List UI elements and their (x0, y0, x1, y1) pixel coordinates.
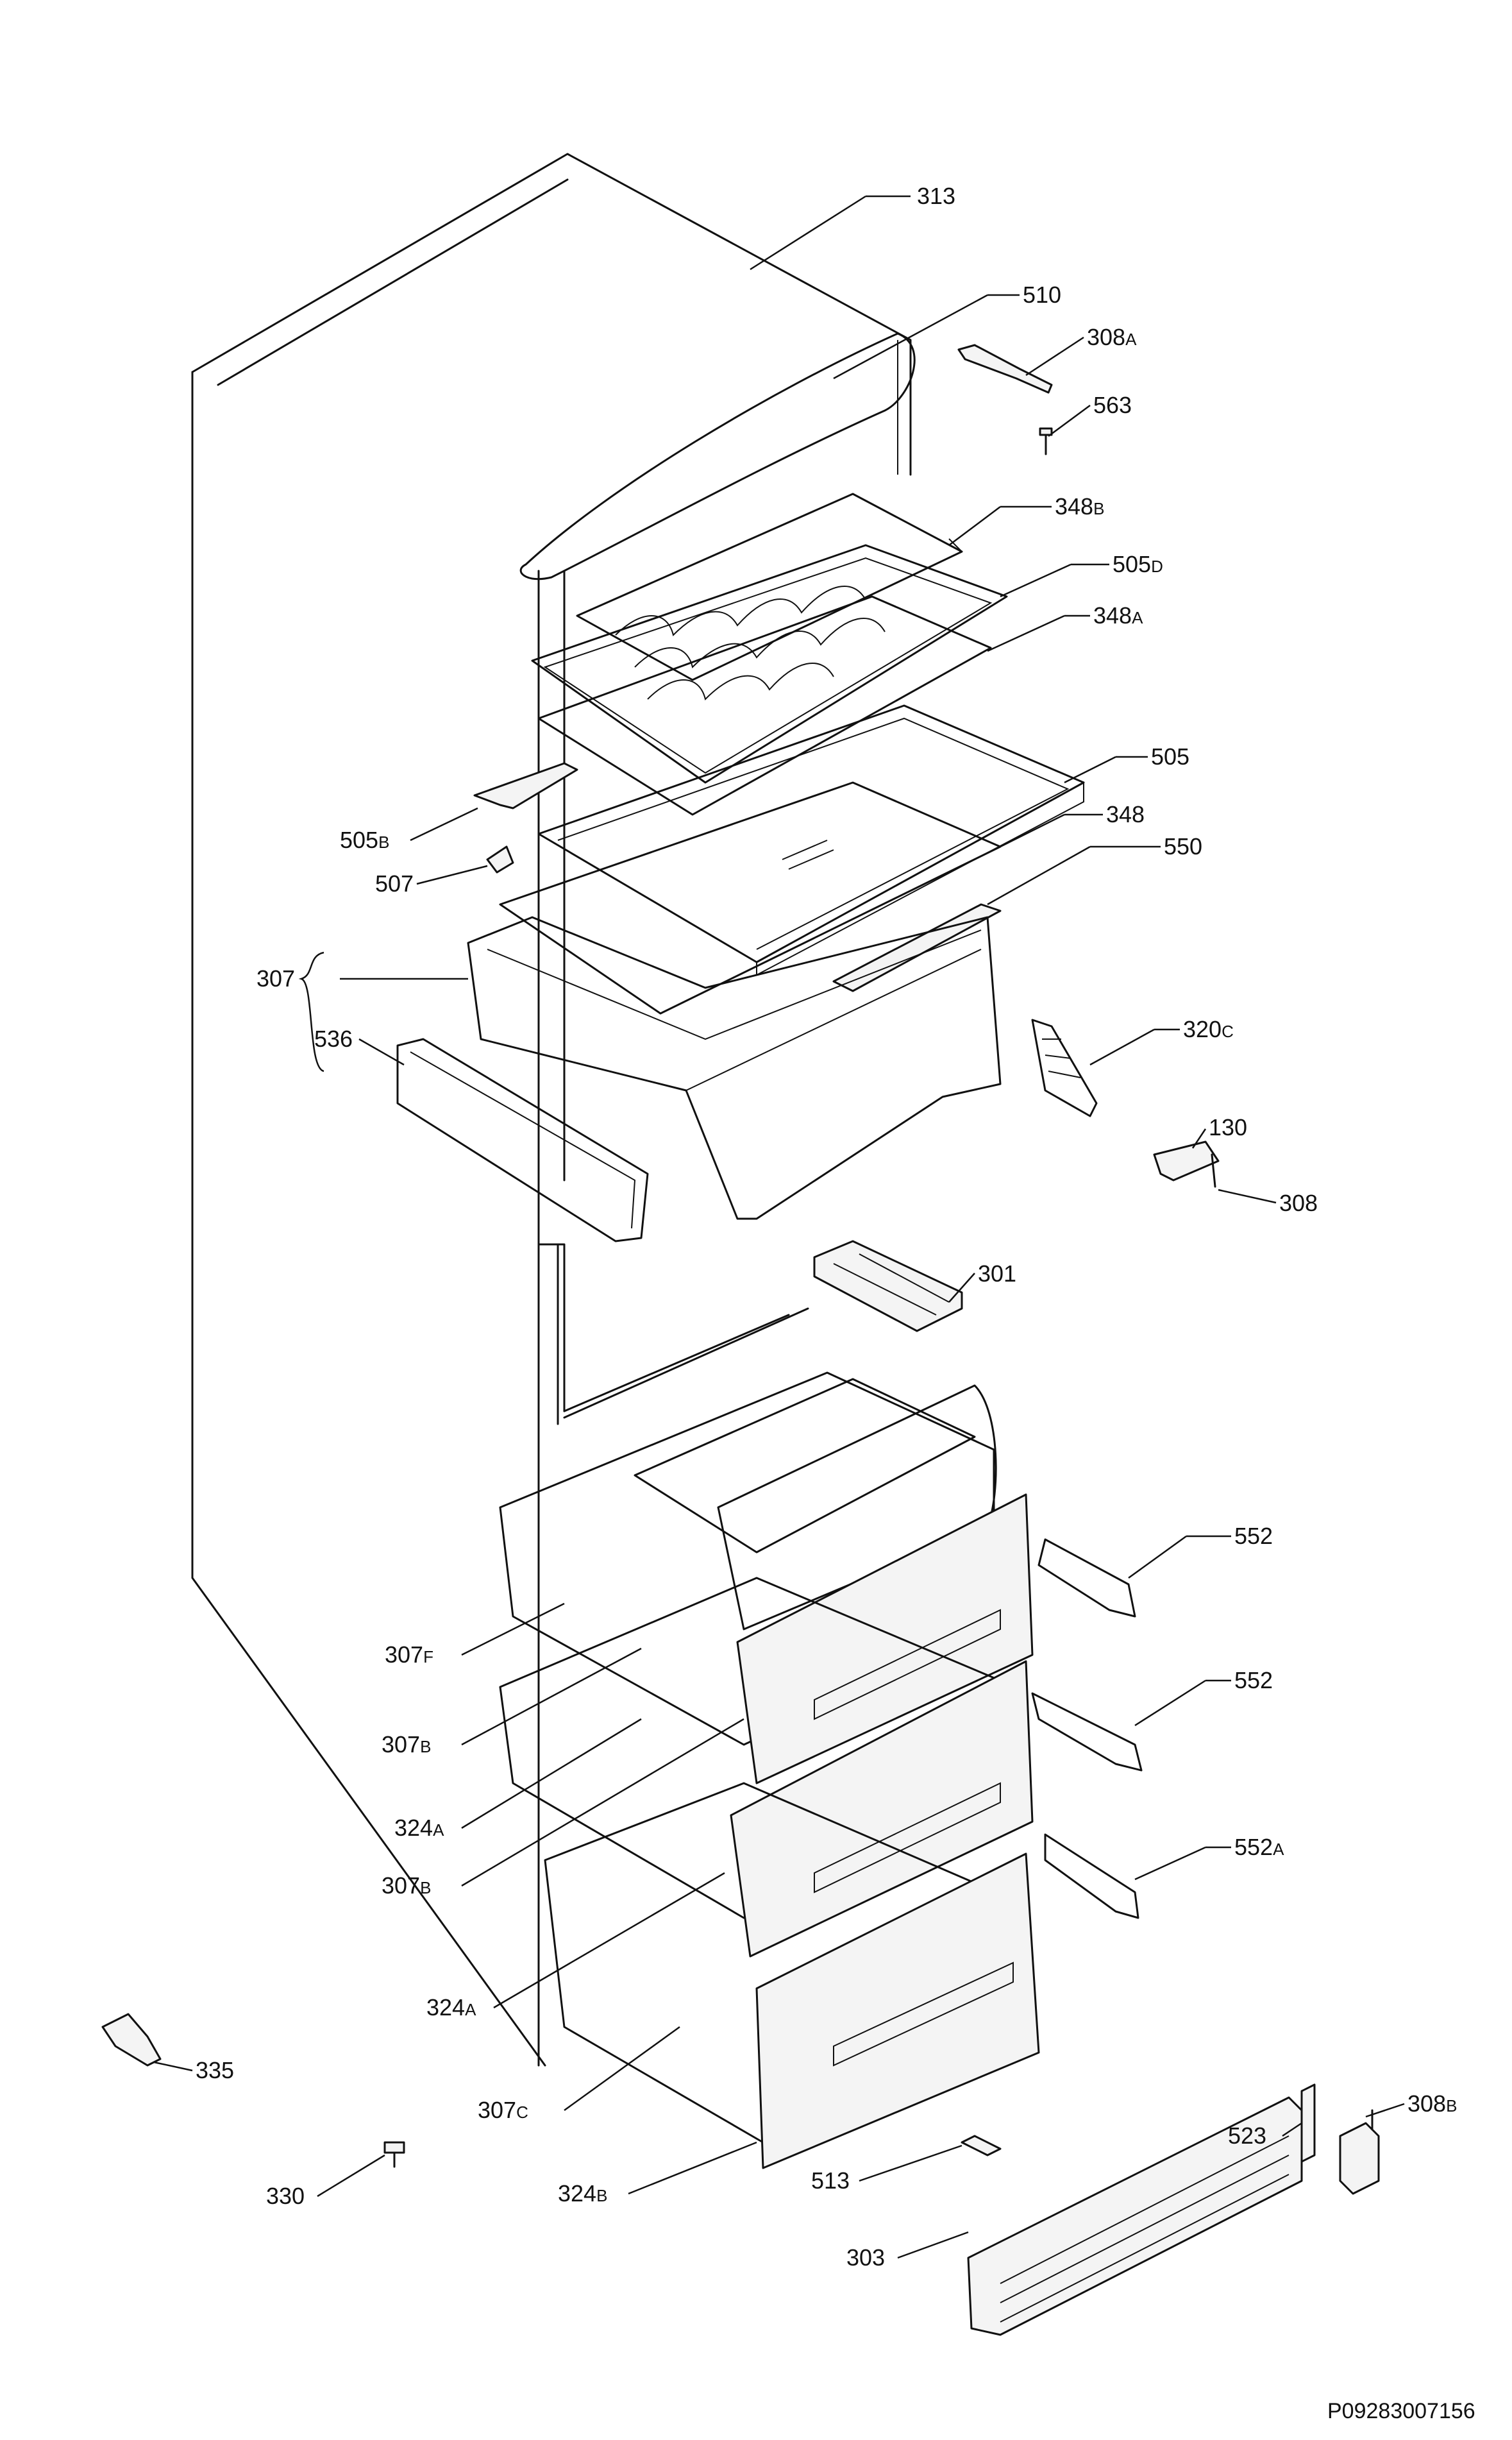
part-552-rail-mid (1031, 1692, 1143, 1772)
callout-550: 550 (1164, 833, 1202, 860)
callout-320c: 320C (1183, 1016, 1234, 1042)
callout-labels: 313 510 308A 563 348B 505D 348A 505 505B… (196, 183, 1457, 2271)
part-510-top-cover (519, 332, 916, 580)
part-middle-drawer (499, 1577, 1034, 1958)
callout-324a-2: 324A (426, 1994, 476, 2021)
callout-324a-1: 324A (394, 1815, 444, 1841)
part-507-clip (486, 845, 514, 874)
callout-307f: 307F (385, 1641, 433, 1668)
part-536-flap (396, 1038, 649, 1242)
callout-330: 330 (266, 2183, 305, 2209)
part-348b-wine-rack (576, 493, 963, 700)
part-308a-hinge (957, 344, 1053, 394)
part-505b-bracket (473, 762, 578, 809)
callout-348a: 348A (1093, 602, 1143, 629)
part-307-basket (467, 916, 1002, 1220)
callout-307b-2: 307B (382, 1872, 431, 1899)
callout-335: 335 (196, 2057, 234, 2083)
part-563-screw (1039, 427, 1053, 455)
callout-513: 513 (811, 2167, 850, 2194)
part-upper-drawer (499, 1371, 1034, 1784)
callout-536: 536 (314, 1026, 353, 1052)
part-301-ice-tray (813, 1240, 963, 1332)
callout-507: 507 (375, 870, 414, 897)
callout-348: 348 (1106, 801, 1145, 827)
callout-324b: 324B (558, 2180, 607, 2207)
callout-505b: 505B (340, 827, 389, 853)
part-513-pin (961, 2135, 1002, 2156)
part-523-bracket (1300, 2083, 1316, 2163)
part-130-hinge (1153, 1140, 1220, 1188)
part-348a-glass (537, 595, 992, 816)
callout-303: 303 (846, 2244, 885, 2271)
callout-308: 308 (1279, 1190, 1318, 1216)
brace-307 (298, 951, 324, 1072)
part-bottom-drawer (544, 1782, 1040, 2169)
part-552-rail-top (1037, 1538, 1136, 1618)
part-505d-frame (531, 544, 1008, 784)
part-348-glass (499, 781, 1002, 1015)
callout-552-top: 552 (1234, 1523, 1273, 1549)
part-552a-rail-bottom (1044, 1833, 1139, 1919)
callout-307b-1: 307B (382, 1731, 431, 1758)
part-550-control-strip (832, 903, 1002, 992)
callout-307: 307 (256, 965, 295, 992)
callout-505: 505 (1151, 743, 1189, 770)
part-320c-grille (1031, 1019, 1098, 1117)
part-330-leveling-foot (383, 2141, 405, 2168)
callout-308a: 308A (1087, 324, 1137, 350)
callout-505d: 505D (1113, 551, 1163, 577)
leader-lines (153, 195, 1405, 2259)
callout-348b: 348B (1055, 493, 1104, 520)
callout-130: 130 (1209, 1114, 1247, 1140)
callout-307c: 307C (478, 2097, 528, 2123)
callout-563: 563 (1093, 392, 1132, 418)
part-505-shelf (537, 704, 1085, 976)
callout-552-mid: 552 (1234, 1667, 1273, 1693)
cabinet-body (191, 153, 912, 2067)
part-308b-bracket (1339, 2109, 1380, 2195)
callout-510: 510 (1023, 282, 1061, 308)
callout-552a: 552A (1234, 1834, 1284, 1860)
callout-523: 523 (1228, 2122, 1266, 2149)
part-303-kickplate (967, 2096, 1303, 2336)
callout-308b: 308B (1407, 2090, 1457, 2117)
part-335-foot (101, 2013, 162, 2067)
callout-313: 313 (917, 183, 955, 209)
document-number: P09283007156 (1327, 2399, 1475, 2423)
callout-301: 301 (978, 1260, 1016, 1287)
